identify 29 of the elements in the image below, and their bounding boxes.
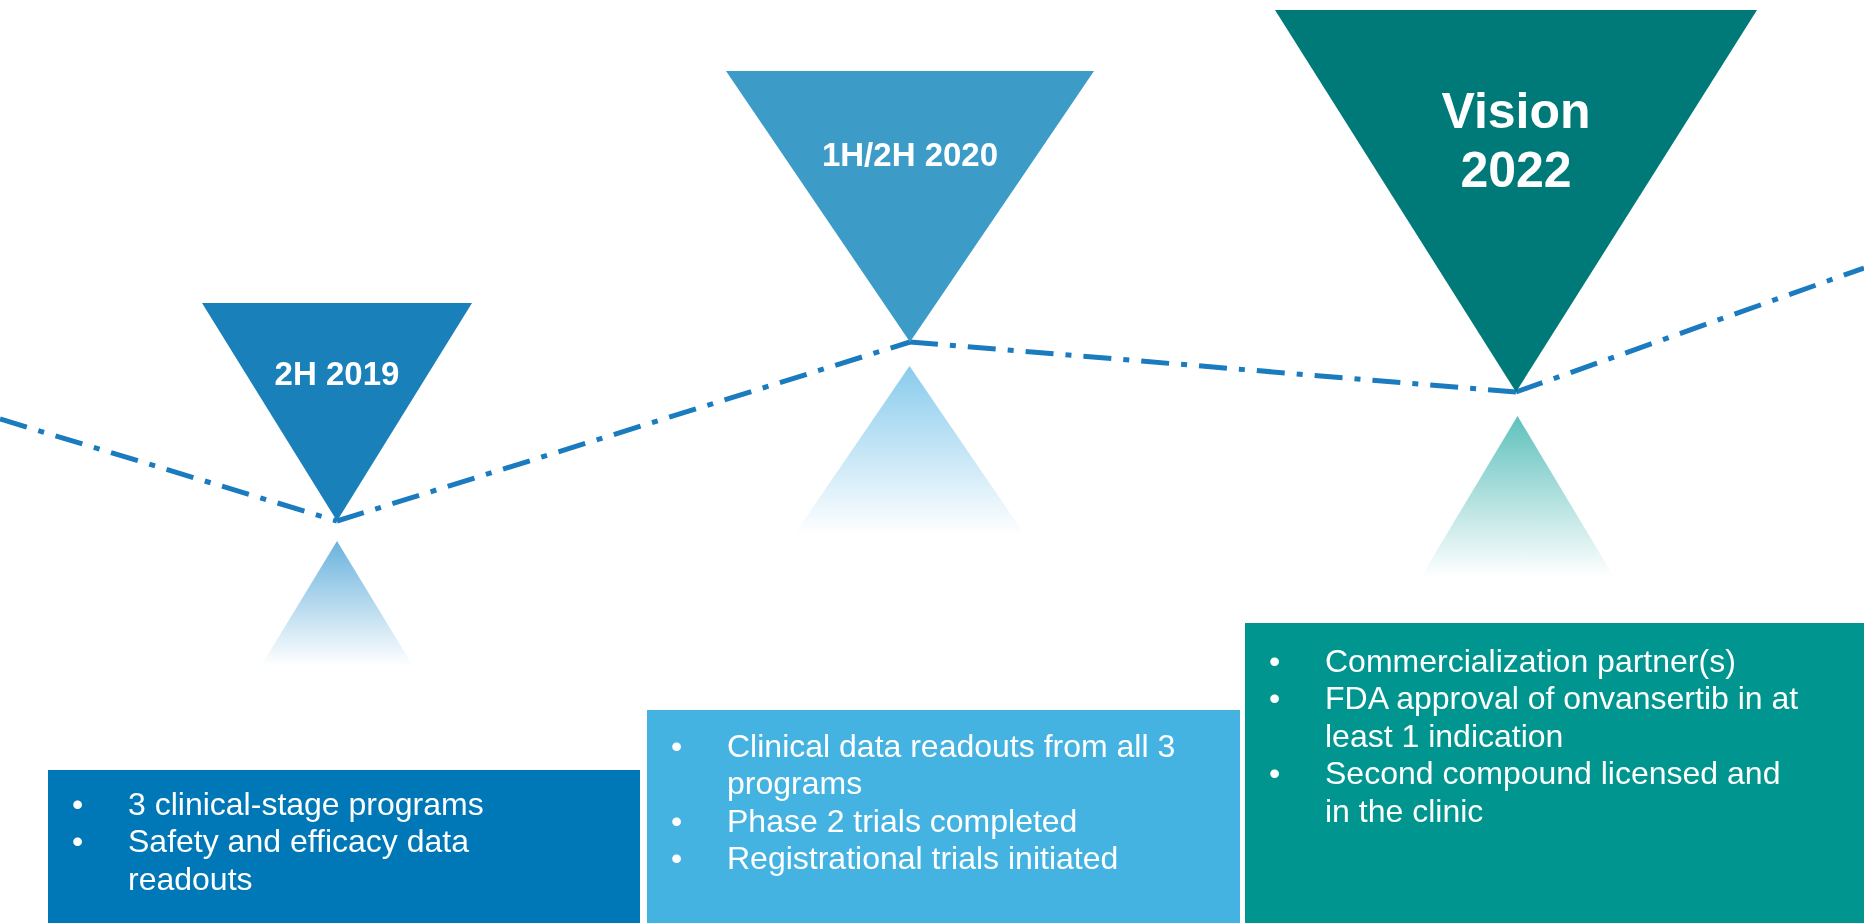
bullet-marker: • [1269,643,1281,681]
timeline-line [336,339,911,524]
bullet-text: Second compound licensed and in the clinic [1325,755,1781,829]
bullet-text: FDA approval of onvansertib in at least 1 indication [1325,680,1799,754]
milestone-label: 1H/2H 2020 [821,136,999,173]
milestone-triangle [1275,10,1757,392]
bullet-text: Clinical data readouts from all 3 programs [727,728,1176,802]
bullet-marker: • [72,823,84,861]
milestone-label: 2H 2019 [274,355,400,392]
milestone-box [647,710,1240,923]
bullet-text: Phase 2 trials completed [727,802,1078,839]
milestone-box [48,770,640,923]
bullet-marker: • [671,728,683,766]
bullet-marker: • [1269,755,1281,793]
bullet-marker: • [72,786,84,824]
bullet-text: 3 clinical-stage programs [128,786,484,822]
milestone-triangle [202,303,472,521]
bullet-marker: • [671,840,683,878]
milestone-triangle [726,71,1094,342]
timeline-line [0,416,338,524]
bullet-marker: • [671,802,683,841]
milestone-label: Vision 2022 [1441,83,1591,198]
timeline-line [909,339,1517,395]
bullet-text: Safety and efficacy data readouts [128,823,469,897]
bullet-marker: • [1269,680,1281,718]
bullet-text: Commercialization partner(s) [1325,643,1736,679]
bullet-text: Registrational trials initiated [727,840,1119,877]
timeline-line [1515,265,1864,395]
milestone-box [1245,623,1864,923]
